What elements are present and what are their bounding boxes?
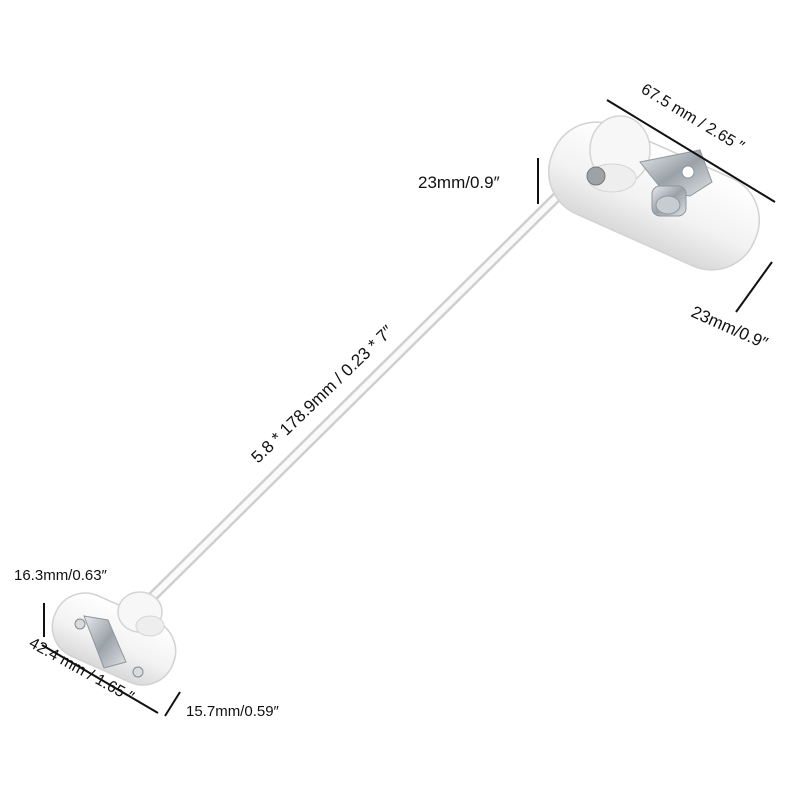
bottom-lock-body xyxy=(51,591,177,686)
label-bottom-width: 15.7mm/0.59″ xyxy=(186,703,280,720)
dimension-lines xyxy=(41,99,776,717)
label-top-width: 23mm/0.9″ xyxy=(688,302,770,353)
label-bottom-height: 16.3mm/0.63″ xyxy=(14,567,108,584)
label-cable: 5.8 * 178.9mm / 0.23 * 7″ xyxy=(248,322,397,467)
dim-line-bottom-width xyxy=(164,691,181,717)
dim-line-top-length xyxy=(606,99,776,203)
top-lock-body xyxy=(547,115,761,271)
key-icon xyxy=(639,149,713,217)
dim-line-top-width xyxy=(735,261,773,313)
label-top-height: 23mm/0.9″ xyxy=(418,173,500,192)
dim-line-bottom-length xyxy=(41,644,159,714)
cable xyxy=(131,166,588,618)
